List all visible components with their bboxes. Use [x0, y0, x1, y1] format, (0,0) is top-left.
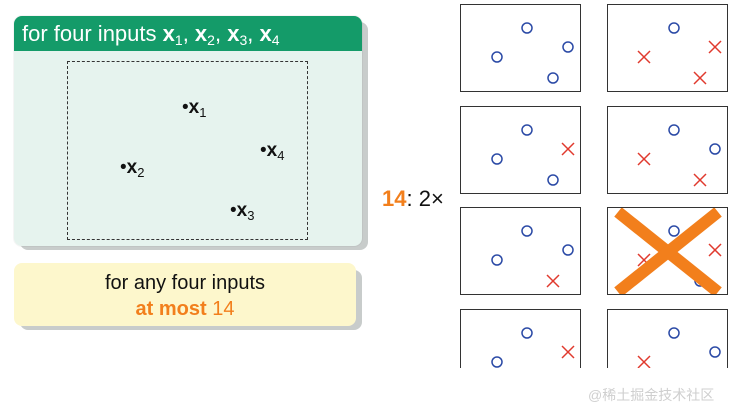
circle-mark-x2 — [491, 51, 503, 63]
circle-mark-x2 — [491, 356, 503, 368]
dichotomy-panel-4 — [607, 106, 728, 194]
header-sep: , — [182, 21, 195, 46]
dichotomy-svg — [491, 22, 574, 84]
circle-mark-x1 — [668, 22, 680, 34]
circle-mark-x4 — [562, 41, 574, 53]
circle-mark-x1 — [668, 225, 680, 237]
header-input-x1: x — [162, 21, 175, 46]
point-x1-sub: 1 — [199, 105, 207, 120]
circle-mark-x3 — [547, 72, 559, 84]
struck-out-cross — [614, 208, 722, 294]
circle-mark-x2 — [491, 153, 503, 165]
point-bullet: • — [182, 97, 189, 118]
note-line2: at most 14 — [14, 296, 356, 322]
point-x2: •x2 — [120, 157, 145, 180]
dichotomy-panel-6 — [607, 207, 728, 295]
cross-mark-x3 — [546, 274, 560, 288]
circle-mark-x1 — [668, 327, 680, 339]
header-prefix: for four inputs — [22, 21, 163, 46]
note-card: for any four inputs at most 14 — [14, 263, 356, 326]
dichotomy-svg — [491, 225, 574, 288]
header-input-x1-sub: 1 — [174, 32, 183, 48]
cross-mark-x2 — [637, 355, 651, 369]
card-header: for four inputs x1, x2, x3, x4 — [14, 16, 362, 51]
circle-mark-x1 — [521, 327, 533, 339]
point-bullet: • — [120, 157, 127, 178]
header-sep: , — [247, 21, 260, 46]
point-x1: •x1 — [182, 97, 207, 120]
note-line1: for any four inputs — [104, 272, 266, 294]
header-sep: , — [214, 21, 228, 46]
point-x1-base: x — [188, 97, 200, 118]
input-space-box — [67, 61, 308, 240]
circle-mark-x1 — [521, 124, 533, 136]
dichotomy-svg — [637, 22, 722, 85]
circle-mark-x1 — [668, 124, 680, 136]
cross-mark-x4 — [561, 345, 575, 359]
circle-mark-x4 — [562, 244, 574, 256]
point-x4: •x4 — [260, 140, 285, 163]
note-emph: at most — [135, 298, 207, 320]
point-x4-base: x — [266, 140, 278, 161]
point-x3: •x3 — [230, 200, 255, 223]
header-input-x3: x — [227, 21, 240, 46]
cross-mark-x2 — [637, 50, 651, 64]
point-x2-base: x — [126, 157, 138, 178]
header-input-x3-sub: 3 — [239, 32, 248, 48]
cross-mark-x4 — [561, 142, 575, 156]
cross-mark-x4 — [708, 243, 722, 257]
circle-mark-x1 — [521, 22, 533, 34]
circle-mark-x3 — [547, 174, 559, 186]
header-input-x4-sub: 4 — [271, 32, 280, 48]
cross-mark-x2 — [637, 152, 651, 166]
circle-mark-x1 — [521, 225, 533, 237]
inputs-card: for four inputs x1, x2, x3, x4 •x1 •x2 •… — [14, 16, 362, 246]
watermark: @稀土掘金技术社区 — [588, 387, 715, 403]
note-value: 14 — [212, 298, 235, 320]
point-x3-base: x — [236, 200, 248, 221]
dichotomy-panel-1 — [460, 4, 581, 92]
point-x3-sub: 3 — [247, 208, 255, 223]
header-input-x2: x — [194, 21, 208, 46]
count-value: 14 — [382, 186, 407, 211]
count-rest: : 2× — [406, 186, 444, 211]
watermark-mask — [455, 368, 738, 408]
dichotomy-panel-3 — [460, 106, 581, 194]
header-input-x2-sub: 2 — [207, 32, 215, 48]
circle-mark-x4 — [709, 346, 721, 358]
point-x2-sub: 2 — [137, 165, 145, 180]
header-input-x4: x — [259, 21, 272, 46]
count-label: 14: 2× — [382, 186, 444, 212]
dichotomy-panel-2 — [607, 4, 728, 92]
circle-mark-x2 — [491, 254, 503, 266]
cross-mark-x3 — [693, 71, 707, 85]
cross-mark-x4 — [708, 40, 722, 54]
point-x4-sub: 4 — [277, 148, 285, 163]
dichotomy-svg — [637, 124, 721, 187]
circle-mark-x4 — [709, 143, 721, 155]
dichotomy-svg — [491, 124, 575, 186]
dichotomy-panel-5 — [460, 207, 581, 295]
point-bullet: • — [260, 140, 267, 161]
dichotomy-svg — [614, 208, 722, 294]
point-bullet: • — [230, 200, 237, 221]
cross-mark-x3 — [693, 173, 707, 187]
